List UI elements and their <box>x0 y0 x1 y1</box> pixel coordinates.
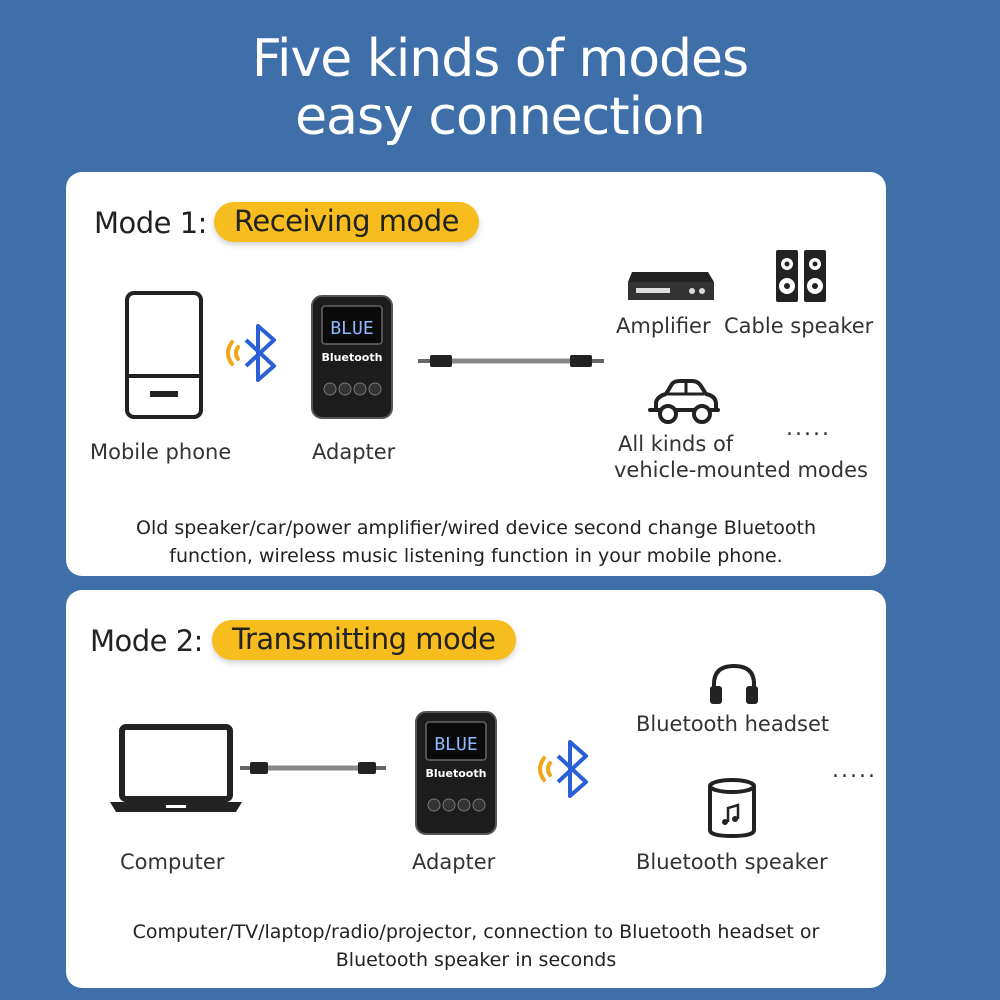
aux-cable-icon <box>418 355 604 367</box>
adapter-brand-text: Bluetooth <box>322 351 383 364</box>
mode-1-name-badge: Receiving mode <box>214 202 479 242</box>
headline: Five kinds of modes easy connection <box>0 30 1000 146</box>
bluetooth-signal-icon-2 <box>538 740 588 798</box>
mode-2-card: Mode 2: Transmitting mode Computer BLUE … <box>66 590 886 988</box>
adapter-label: Adapter <box>312 440 396 464</box>
mode-1-description-line-1: Old speaker/car/power amplifier/wired de… <box>135 517 816 539</box>
mode-2-description-line-2: Bluetooth speaker in seconds <box>335 949 617 971</box>
car-icon <box>648 379 720 424</box>
more-modes-ellipsis: ..... <box>786 416 831 441</box>
adapter-brand-text-2: Bluetooth <box>426 767 487 780</box>
mode-1-card: Mode 1: Receiving mode Mobile phone BLUE… <box>66 172 886 576</box>
mode-2-name-badge: Transmitting mode <box>212 620 516 660</box>
adapter-screen-text: BLUE <box>330 318 373 339</box>
vehicle-label-line-1: All kinds of <box>618 432 734 456</box>
adapter-device-icon: BLUE Bluetooth <box>311 295 393 419</box>
mobile-phone-label: Mobile phone <box>90 440 232 464</box>
mobile-phone-icon <box>125 291 203 419</box>
cable-speaker-icon <box>776 250 826 302</box>
amplifier-icon <box>628 272 714 300</box>
more-devices-ellipsis: ..... <box>832 758 877 783</box>
headset-icon <box>710 663 758 704</box>
adapter-screen-text-2: BLUE <box>434 734 477 755</box>
mode-1-description-line-2: function, wireless music listening funct… <box>169 545 783 567</box>
vehicle-label-line-2: vehicle-mounted modes <box>614 458 868 482</box>
mode-1-prefix: Mode 1: <box>94 206 207 240</box>
bluetooth-headset-label: Bluetooth headset <box>636 712 830 736</box>
adapter-label-2: Adapter <box>412 850 496 874</box>
bluetooth-speaker-icon <box>708 778 756 839</box>
mode-2-description-line-1: Computer/TV/laptop/radio/projector, conn… <box>132 921 820 943</box>
mode-2-prefix: Mode 2: <box>90 624 203 658</box>
headline-line-1: Five kinds of modes <box>251 29 749 89</box>
adapter-device-icon-2: BLUE Bluetooth <box>415 711 497 835</box>
computer-label: Computer <box>120 850 225 874</box>
amplifier-label: Amplifier <box>616 314 711 338</box>
bluetooth-speaker-label: Bluetooth speaker <box>636 850 828 874</box>
bluetooth-signal-icon <box>226 324 276 382</box>
aux-cable-icon-2 <box>240 762 386 774</box>
cable-speaker-label: Cable speaker <box>724 314 874 338</box>
laptop-icon <box>110 724 242 812</box>
headline-line-2: easy connection <box>295 87 706 147</box>
